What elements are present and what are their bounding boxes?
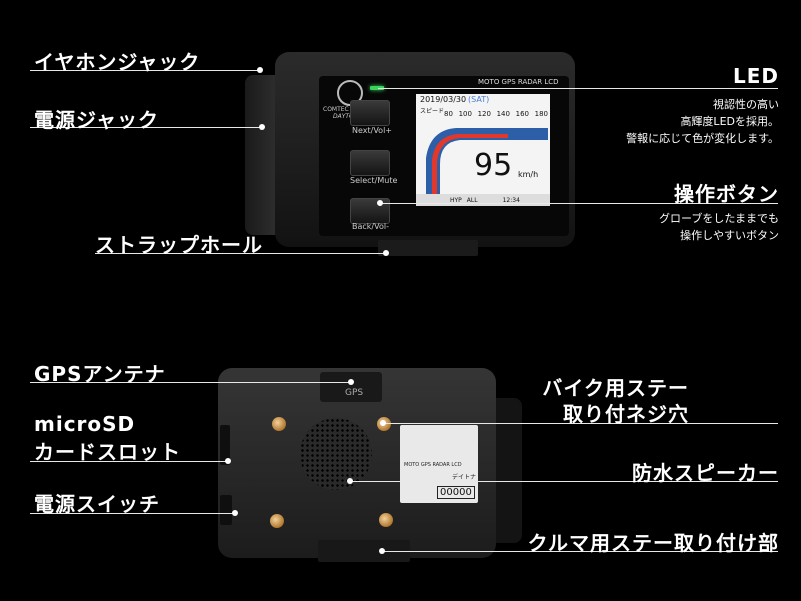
select-mute-button[interactable] xyxy=(350,150,390,176)
label-speaker: 防水スピーカー xyxy=(632,461,779,485)
led-indicator xyxy=(370,86,384,90)
label-power-jack: 電源ジャック xyxy=(34,108,159,132)
leader-dot xyxy=(348,379,354,385)
leader-bike-stay xyxy=(383,423,778,424)
operation-desc-line: 操作しやすいボタン xyxy=(680,229,779,242)
speed-tick: 180 xyxy=(534,110,548,118)
leader-dot xyxy=(232,510,238,516)
bike-stay-screw-top-left xyxy=(272,417,286,431)
screen-date: 2019/03/30 xyxy=(420,95,467,104)
status-clock: 12:34 xyxy=(502,196,520,204)
operation-description: グローブをしたままでも 操作しやすいボタン xyxy=(659,210,779,244)
screen-speed-label: スピード xyxy=(420,108,445,115)
speed-tick: 140 xyxy=(496,110,510,118)
back-vol-down-label: Back/Vol- xyxy=(352,222,389,231)
screen-status-bar: HYP ALL 12:34 xyxy=(416,194,550,206)
status-item: ALL xyxy=(466,196,478,204)
sticker-serial: 00000 xyxy=(437,486,475,499)
next-vol-up-label: Next/Vol+ xyxy=(352,126,393,135)
speed-gauge-arc xyxy=(426,128,548,194)
led-desc-line: 高輝度LEDを採用。 xyxy=(680,115,779,128)
led-desc-line: 警報に応じて色が変化します。 xyxy=(626,132,779,145)
bike-stay-screw-bottom-left xyxy=(270,514,284,528)
leader-dot xyxy=(377,200,383,206)
leader-dot xyxy=(257,67,263,73)
speed-tick: 100 xyxy=(458,110,472,118)
brand-daytona: DAYTONA xyxy=(333,113,363,120)
microsd-slot[interactable] xyxy=(220,425,230,465)
model-name-front: MOTO GPS RADAR LCD xyxy=(478,78,559,86)
speed-gauge xyxy=(426,128,548,194)
label-microsd-line1: microSD xyxy=(34,412,136,436)
product-label-sticker xyxy=(400,425,478,503)
label-gps-antenna: GPSアンテナ xyxy=(34,362,166,386)
power-switch[interactable] xyxy=(220,495,232,525)
sticker-model: MOTO GPS RADAR LCD xyxy=(404,462,462,468)
speed-tick: 80 xyxy=(444,110,453,118)
brand-comtec: COMTEC xyxy=(323,106,349,113)
leader-speaker xyxy=(350,481,778,482)
leader-gps xyxy=(30,382,350,383)
leader-earphone xyxy=(30,70,260,71)
speed-value: 95 xyxy=(474,148,513,183)
next-vol-up-button[interactable] xyxy=(350,100,390,126)
back-vol-down-button[interactable] xyxy=(350,198,390,224)
operation-desc-line: グローブをしたままでも xyxy=(658,212,779,225)
leader-power-switch xyxy=(30,513,235,514)
speed-tick: 120 xyxy=(477,110,491,118)
leader-dot xyxy=(347,478,353,484)
screen-day: (SAT) xyxy=(468,95,490,104)
leader-dot xyxy=(383,250,389,256)
leader-power-jack xyxy=(30,127,262,128)
front-mount xyxy=(378,240,478,256)
label-led: LED xyxy=(732,64,779,88)
label-microsd-line2: カードスロット xyxy=(34,440,181,464)
bike-stay-screw-bottom-right xyxy=(379,513,393,527)
label-operation-buttons: 操作ボタン xyxy=(674,182,779,206)
label-bike-stay-line2: 取り付ネジ穴 xyxy=(563,402,689,426)
gps-antenna-text: GPS xyxy=(345,388,364,398)
gps-antenna xyxy=(320,372,382,402)
car-stay-mount xyxy=(318,540,410,562)
label-bike-stay-line1: バイク用ステー xyxy=(542,376,689,400)
leader-dot xyxy=(379,548,385,554)
leader-car-stay xyxy=(382,551,778,552)
leader-strap xyxy=(95,253,385,254)
select-mute-label: Select/Mute xyxy=(350,176,398,185)
leader-buttons xyxy=(380,203,778,204)
label-power-switch: 電源スイッチ xyxy=(34,492,160,516)
sticker-maker: デイトナ xyxy=(452,474,477,481)
label-car-stay: クルマ用ステー取り付け部 xyxy=(527,531,779,555)
leader-dot xyxy=(259,124,265,130)
leader-dot xyxy=(225,458,231,464)
speed-tick: 160 xyxy=(515,110,529,118)
status-item: HYP xyxy=(450,196,462,204)
leader-led xyxy=(378,88,778,89)
led-desc-line: 視認性の高い xyxy=(713,98,779,111)
speed-unit: km/h xyxy=(518,170,539,179)
lcd-screen: 2019/03/30 (SAT) スピード 80 100 120 140 160… xyxy=(416,94,550,206)
speaker-grille xyxy=(300,418,372,490)
leader-microsd xyxy=(30,461,228,462)
leader-dot xyxy=(380,420,386,426)
led-description: 視認性の高い 高輝度LEDを採用。 警報に応じて色が変化します。 xyxy=(626,96,779,147)
label-strap-hole: ストラップホール xyxy=(95,233,263,257)
label-earphone-jack: イヤホンジャック xyxy=(34,50,201,74)
speed-ticks: 80 100 120 140 160 180 xyxy=(444,110,548,118)
